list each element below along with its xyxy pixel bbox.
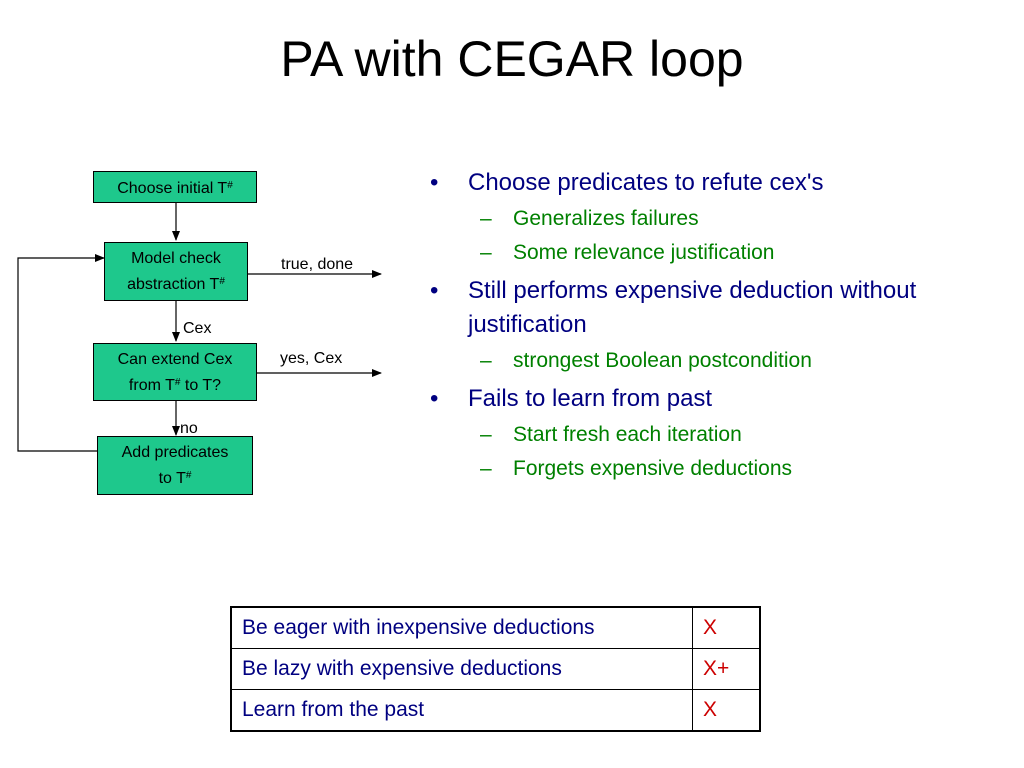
sub-bullet-item: – Start fresh each iteration xyxy=(468,420,985,450)
sub-bullet-list: – Start fresh each iteration – Forgets e… xyxy=(468,420,985,484)
table-cell-item: Learn from the past xyxy=(230,689,693,732)
box-add-predicates-line1: Add predicates xyxy=(121,444,229,461)
table-cell-item: Be lazy with expensive deductions xyxy=(230,648,693,690)
bullet-list: • Choose predicates to refute cex's – Ge… xyxy=(425,160,985,484)
sub-bullet-item: – strongest Boolean postcondition xyxy=(468,346,985,376)
box-add-predicates-line2: to T xyxy=(158,470,186,487)
sharp-superscript: # xyxy=(227,180,233,191)
sub-bullet-text: Some relevance justification xyxy=(513,241,775,264)
sub-bullet-dash: – xyxy=(480,207,492,230)
box-choose-initial-text: Choose initial T xyxy=(117,180,228,197)
box-model-check: Model check abstraction T# xyxy=(104,242,248,301)
table-row: Learn from the past X xyxy=(230,689,761,732)
table-row: Be eager with inexpensive deductions X xyxy=(230,606,761,649)
slide-title: PA with CEGAR loop xyxy=(280,31,744,87)
box-can-extend-line1: Can extend Cex xyxy=(117,350,233,368)
table-cell-mark: X+ xyxy=(692,648,761,690)
label-yes-cex: yes, Cex xyxy=(280,350,343,367)
sub-bullet-text: Start fresh each iteration xyxy=(513,423,742,446)
box-can-extend: Can extend Cex from T# to T? xyxy=(93,343,257,401)
sub-bullet-text: strongest Boolean postcondition xyxy=(513,349,812,372)
box-can-extend-line2a: from T xyxy=(128,376,175,394)
sub-bullet-item: – Forgets expensive deductions xyxy=(468,454,985,484)
comparison-table: Be eager with inexpensive deductions X B… xyxy=(230,606,761,732)
sub-bullet-item: – Generalizes failures xyxy=(468,204,985,234)
box-model-check-line2: abstraction T xyxy=(127,276,220,293)
sub-bullet-text: Generalizes failures xyxy=(513,207,699,230)
sub-bullet-dash: – xyxy=(480,457,492,480)
table-cell-item: Be eager with inexpensive deductions xyxy=(230,606,693,649)
sub-bullet-dash: – xyxy=(480,349,492,372)
box-add-predicates: Add predicates to T# xyxy=(97,436,253,495)
sub-bullet-list: – Generalizes failures – Some relevance … xyxy=(468,204,985,268)
table-cell-mark: X xyxy=(692,606,761,649)
sub-bullet-item: – Some relevance justification xyxy=(468,238,985,268)
sharp-superscript: # xyxy=(185,470,192,481)
bullet-mark: • xyxy=(430,277,439,304)
table-row: Be lazy with expensive deductions X+ xyxy=(230,648,761,690)
sub-bullet-dash: – xyxy=(480,241,492,264)
sharp-superscript: # xyxy=(219,276,225,287)
sharp-superscript: # xyxy=(174,376,181,388)
bullet-text: Still performs expensive deduction witho… xyxy=(468,277,917,338)
sub-bullet-dash: – xyxy=(480,423,492,446)
arrow-loop-back xyxy=(17,254,105,452)
bullet-item: • Still performs expensive deduction wit… xyxy=(425,274,985,376)
bullet-text: Choose predicates to refute cex's xyxy=(468,169,824,196)
label-cex: Cex xyxy=(183,320,212,337)
box-choose-initial: Choose initial T# xyxy=(93,171,257,203)
bullet-mark: • xyxy=(430,385,439,412)
bullet-mark: • xyxy=(430,169,439,196)
bullet-text: Fails to learn from past xyxy=(468,385,713,412)
table-cell-mark: X xyxy=(692,689,761,732)
bullet-item: • Choose predicates to refute cex's – Ge… xyxy=(425,166,985,268)
box-model-check-line1: Model check xyxy=(131,250,221,267)
label-true-done: true, done xyxy=(281,256,354,273)
sub-bullet-list: – strongest Boolean postcondition xyxy=(468,346,985,376)
bullet-item: • Fails to learn from past – Start fresh… xyxy=(425,382,985,484)
sub-bullet-text: Forgets expensive deductions xyxy=(513,457,792,480)
label-no: no xyxy=(180,420,198,437)
box-can-extend-line2b: to T? xyxy=(180,376,222,394)
